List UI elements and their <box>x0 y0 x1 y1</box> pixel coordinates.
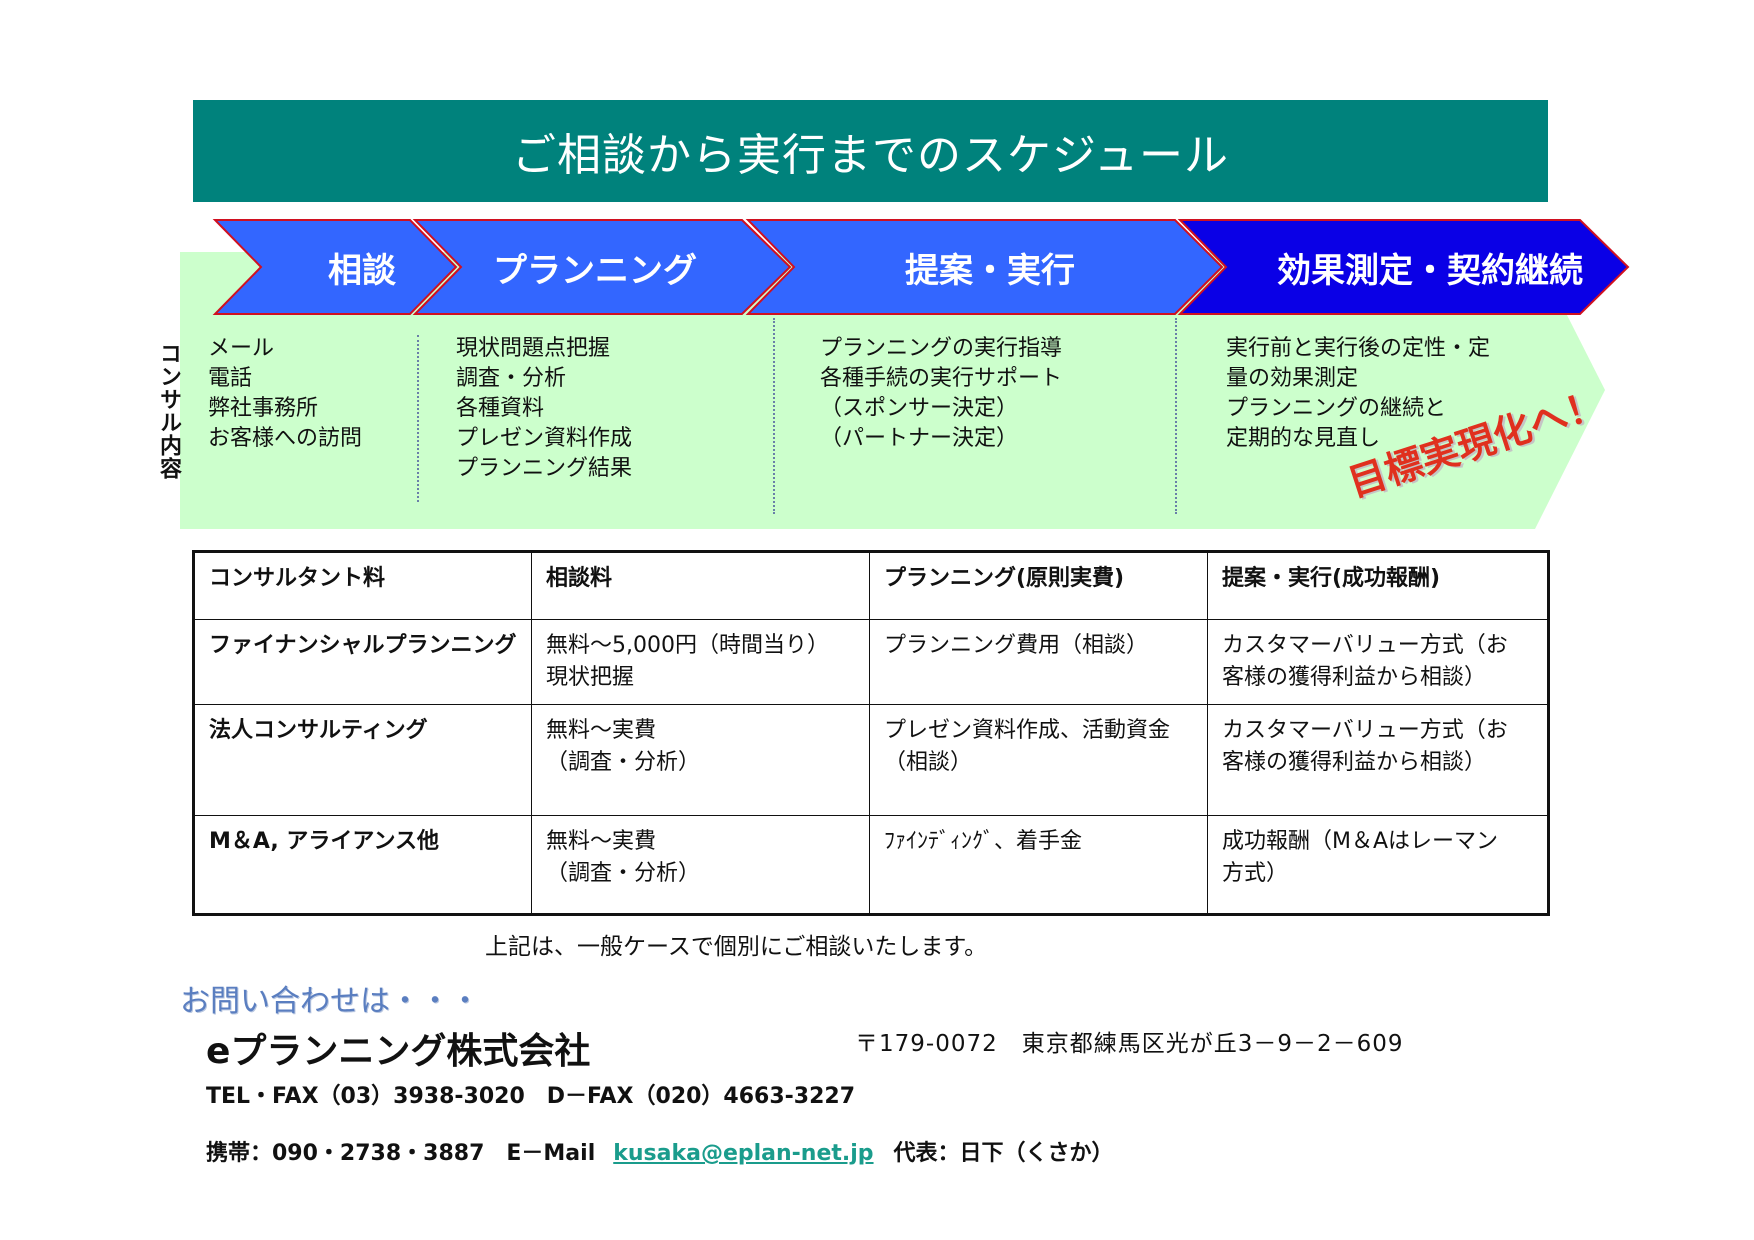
table-cell: プランニング費用（相談） <box>869 619 1208 705</box>
table-row-header: M＆A, アライアンス他 <box>193 815 532 915</box>
table-cell: ﾌｧｲﾝﾃﾞｨﾝｸﾞ、着手金 <box>869 815 1208 915</box>
list-item: 実行前と実行後の定性・定 <box>1226 336 1491 361</box>
table-row-header: 法人コンサルティング <box>193 704 532 816</box>
table-cell: 無料～実費 （調査・分析） <box>531 704 870 816</box>
band-shape <box>180 252 1605 529</box>
phase-arrows <box>212 219 1630 315</box>
phase-label-planning: プランニング <box>493 250 697 291</box>
list-item: 各種資料 <box>456 396 545 421</box>
phase-arrow-consultation <box>212 219 458 315</box>
list-item: プレゼン資料作成 <box>456 426 633 451</box>
list-item: （スポンサー決定） <box>820 396 1019 421</box>
phase-arrow-evaluation <box>1177 219 1630 315</box>
column-divider <box>1175 318 1177 514</box>
table-cell: カスタマーバリュー方式（お 客様の獲得利益から相談） <box>1207 619 1549 705</box>
list-item: プランニングの実行指導 <box>820 336 1063 361</box>
table-header-cell: プランニング(原則実費) <box>869 551 1208 620</box>
list-item: 量の効果測定 <box>1226 366 1359 391</box>
column-divider <box>773 318 775 514</box>
phase-label-consultation: 相談 <box>328 250 396 291</box>
table-header-cell: 相談料 <box>531 551 870 620</box>
list-item: 現状問題点把握 <box>456 336 611 361</box>
list-item: お客様への訪問 <box>208 426 363 451</box>
list-item: 電話 <box>208 366 253 391</box>
table-row: 法人コンサルティング 無料～実費 （調査・分析） プレゼン資料作成、活動資金 （… <box>193 704 1549 816</box>
column-divider <box>417 335 419 502</box>
footnote: 上記は、一般ケースで個別にご相談いたします。 <box>485 934 988 960</box>
list-item: プランニング結果 <box>456 456 633 481</box>
list-item: 定期的な見直し <box>1226 426 1381 451</box>
list-item: メール <box>208 336 275 361</box>
list-item: 各種手続の実行サポート <box>820 366 1063 391</box>
table-row: M＆A, アライアンス他 無料～実費 （調査・分析） ﾌｧｲﾝﾃﾞｨﾝｸﾞ、着手… <box>193 815 1549 915</box>
phase-label-evaluation: 効果測定・契約継続 <box>1277 250 1583 291</box>
phase-label-proposal: 提案・実行 <box>905 250 1075 291</box>
table-cell: 成功報酬（M＆Aはレーマン 方式） <box>1207 815 1549 915</box>
consulting-content-band <box>180 252 1605 529</box>
table-row-header: ファイナンシャルプランニング <box>193 619 532 705</box>
list-item: プランニングの継続と <box>1226 396 1447 421</box>
list-item: 弊社事務所 <box>208 396 319 421</box>
table-cell: カスタマーバリュー方式（お 客様の獲得利益から相談） <box>1207 704 1549 816</box>
phase-items-consultation: メール 電話 弊社事務所 お客様への訪問 <box>208 334 362 454</box>
table-cell: 無料～実費 （調査・分析） <box>531 815 870 915</box>
fee-table: コンサルタント料 相談料 プランニング(原則実費) 提案・実行(成功報酬) ファ… <box>192 550 1550 916</box>
tel-fax-numbers: TEL・FAX（03）3938-3020 D－FAX（020）4663-3227 <box>206 1084 856 1109</box>
table-header-row: コンサルタント料 相談料 プランニング(原則実費) 提案・実行(成功報酬) <box>193 551 1549 620</box>
table-header-cell: 提案・実行(成功報酬) <box>1207 551 1549 620</box>
company-name: eプランニング株式会社 <box>206 1031 591 1072</box>
phase-items-proposal: プランニングの実行指導 各種手続の実行サポート （スポンサー決定） （パートナー… <box>820 334 1062 454</box>
mobile-and-email-label: 携帯：090・2738・3887 E－Mail <box>206 1141 596 1166</box>
table-row: ファイナンシャルプランニング 無料～5,000円（時間当り） 現状把握 プランニ… <box>193 619 1549 705</box>
representative-name: 代表：日下（くさか） <box>893 1141 1114 1166</box>
email-link[interactable]: kusaka@eplan-net.jp <box>613 1141 874 1166</box>
table-header-cell: コンサルタント料 <box>193 551 532 620</box>
table-cell: 無料～5,000円（時間当り） 現状把握 <box>531 619 870 705</box>
table-cell: プレゼン資料作成、活動資金 （相談） <box>869 704 1208 816</box>
company-address: 〒179-0072 東京都練馬区光が丘3－9－2－609 <box>855 1031 1404 1057</box>
list-item: （パートナー決定） <box>820 426 1019 451</box>
page-title: ご相談から実行までのスケジュール <box>193 100 1548 202</box>
inquiry-heading: お問い合わせは・・・ <box>180 984 480 1019</box>
phase-items-evaluation: 実行前と実行後の定性・定 量の効果測定 プランニングの継続と 定期的な見直し <box>1226 334 1490 454</box>
contact-line: 携帯：090・2738・3887 E－Mail kusaka@eplan-net.… <box>206 1135 1114 1167</box>
phase-items-planning: 現状問題点把握 調査・分析 各種資料 プレゼン資料作成 プランニング結果 <box>456 334 632 484</box>
side-label: コンサル内容 <box>156 342 181 480</box>
list-item: 調査・分析 <box>456 366 567 391</box>
phase-arrow-proposal <box>745 219 1224 315</box>
phase-arrow-planning <box>412 219 792 315</box>
